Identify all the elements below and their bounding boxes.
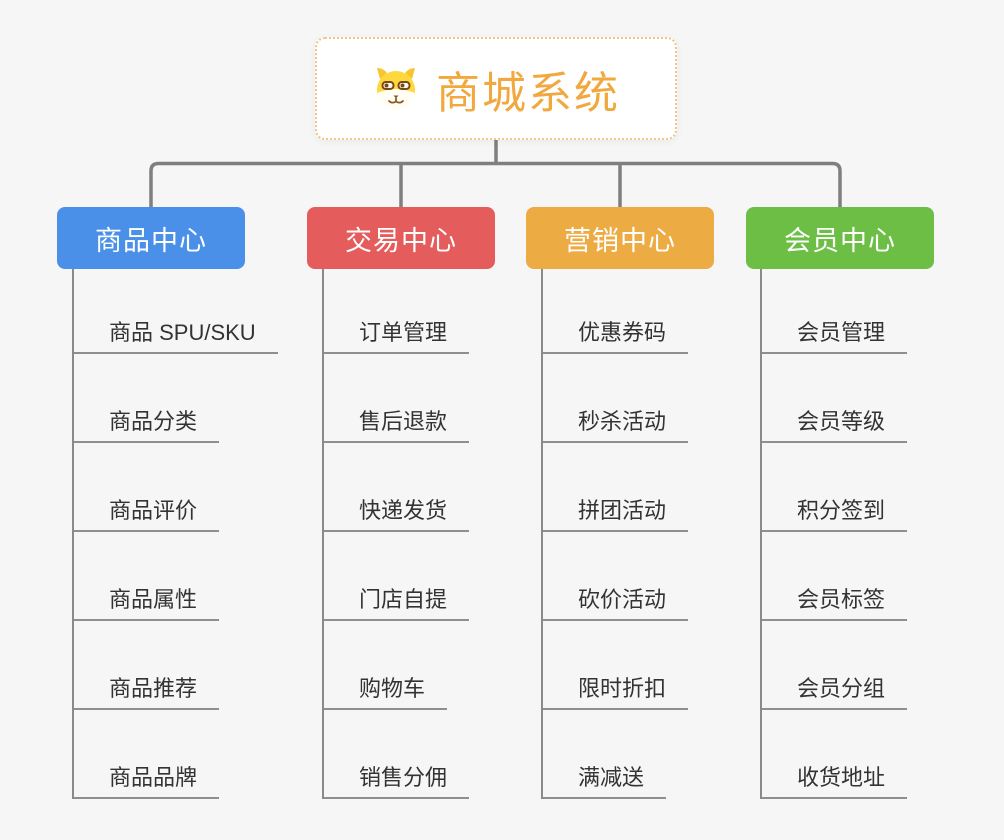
leaf-label: 商品属性	[74, 585, 220, 621]
leaf-label: 门店自提	[324, 585, 470, 621]
leaf-label: 拼团活动	[543, 496, 689, 532]
leaf-node[interactable]: 购物车	[324, 621, 582, 710]
leaf-node[interactable]: 快递发货	[324, 443, 582, 532]
leaf-node[interactable]: 会员标签	[762, 532, 1004, 621]
leaf-label: 购物车	[324, 674, 448, 710]
leaf-node[interactable]: 商品品牌	[74, 710, 332, 799]
leaf-label: 积分签到	[762, 496, 908, 532]
leaf-label: 快递发货	[324, 496, 470, 532]
leaf-node[interactable]: 商品推荐	[74, 621, 332, 710]
branch-node-trade-center[interactable]: 交易中心	[307, 207, 495, 269]
leaf-label: 商品分类	[74, 407, 220, 443]
children-column-trade-center: 订单管理 售后退款 快递发货 门店自提 购物车 销售分佣	[322, 269, 582, 799]
leaf-node[interactable]: 商品 SPU/SKU	[74, 269, 332, 354]
leaf-node[interactable]: 销售分佣	[324, 710, 582, 799]
leaf-node[interactable]: 秒杀活动	[543, 354, 801, 443]
leaf-label: 秒杀活动	[543, 407, 689, 443]
leaf-node[interactable]: 积分签到	[762, 443, 1004, 532]
leaf-label: 收货地址	[762, 763, 908, 799]
leaf-node[interactable]: 商品分类	[74, 354, 332, 443]
leaf-label: 订单管理	[324, 318, 470, 354]
branch-node-product-center[interactable]: 商品中心	[57, 207, 245, 269]
dog-icon	[377, 67, 415, 109]
branch-label: 商品中心	[95, 225, 207, 256]
leaf-node[interactable]: 会员管理	[762, 269, 1004, 354]
leaf-label: 商品评价	[74, 496, 220, 532]
leaf-label: 商品推荐	[74, 674, 220, 710]
leaf-node[interactable]: 门店自提	[324, 532, 582, 621]
leaf-node[interactable]: 会员等级	[762, 354, 1004, 443]
leaf-label: 优惠券码	[543, 318, 689, 354]
leaf-node[interactable]: 限时折扣	[543, 621, 801, 710]
leaf-node[interactable]: 商品评价	[74, 443, 332, 532]
leaf-label: 售后退款	[324, 407, 470, 443]
leaf-label: 砍价活动	[543, 585, 689, 621]
branch-node-marketing-center[interactable]: 营销中心	[526, 207, 714, 269]
branch-label: 会员中心	[784, 225, 896, 256]
leaf-node[interactable]: 售后退款	[324, 354, 582, 443]
branch-label: 交易中心	[345, 225, 457, 256]
children-column-member-center: 会员管理 会员等级 积分签到 会员标签 会员分组 收货地址	[760, 269, 1004, 799]
leaf-label: 限时折扣	[543, 674, 689, 710]
leaf-label: 满减送	[543, 763, 667, 799]
leaf-node[interactable]: 拼团活动	[543, 443, 801, 532]
children-column-marketing-center: 优惠券码 秒杀活动 拼团活动 砍价活动 限时折扣 满减送	[541, 269, 801, 799]
leaf-node[interactable]: 商品属性	[74, 532, 332, 621]
leaf-node[interactable]: 满减送	[543, 710, 801, 799]
children-column-product-center: 商品 SPU/SKU 商品分类 商品评价 商品属性 商品推荐 商品品牌	[72, 269, 332, 799]
root-title: 商城系统	[436, 68, 620, 118]
root-node[interactable]: 商城系统	[315, 37, 677, 140]
leaf-node[interactable]: 会员分组	[762, 621, 1004, 710]
leaf-label: 销售分佣	[324, 763, 470, 799]
leaf-label: 会员分组	[762, 674, 908, 710]
leaf-label: 会员管理	[762, 318, 908, 354]
leaf-label: 会员标签	[762, 585, 908, 621]
leaf-label: 会员等级	[762, 407, 908, 443]
leaf-node[interactable]: 收货地址	[762, 710, 1004, 799]
leaf-label: 商品 SPU/SKU	[74, 318, 278, 354]
leaf-node[interactable]: 订单管理	[324, 269, 582, 354]
leaf-node[interactable]: 优惠券码	[543, 269, 801, 354]
branch-node-member-center[interactable]: 会员中心	[746, 207, 934, 269]
leaf-label: 商品品牌	[74, 763, 220, 799]
leaf-node[interactable]: 砍价活动	[543, 532, 801, 621]
branch-label: 营销中心	[564, 225, 676, 256]
